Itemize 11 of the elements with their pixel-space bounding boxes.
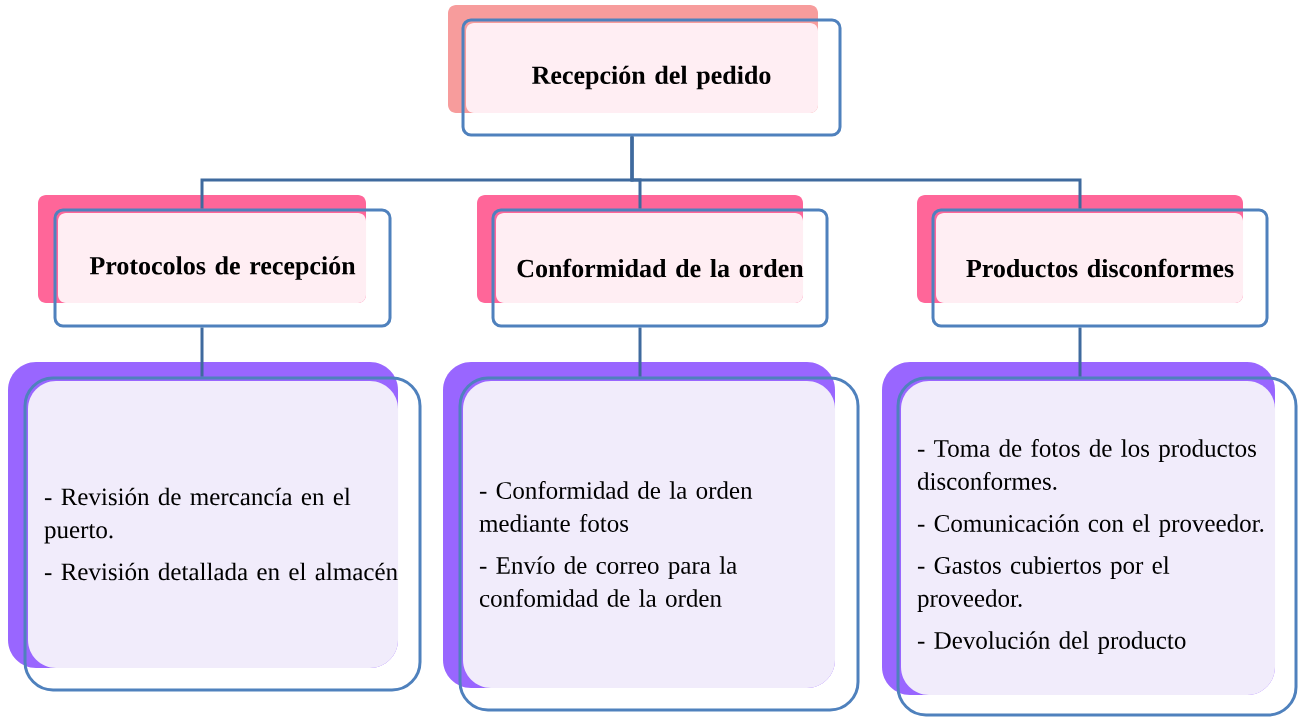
category-box: Protocolos de recepción	[38, 195, 392, 328]
connector-line	[200, 327, 204, 377]
connector-line	[1078, 327, 1082, 377]
connector-line	[638, 327, 642, 377]
category-box: Productos disconformes	[917, 195, 1269, 328]
detail-box: - Toma de fotos de los productos disconformes. - Comunicación con el proveedor. - Gastos cubiertos por el proveedor. - Devolución del producto	[882, 362, 1298, 717]
category-box: Conformidad de la orden	[477, 195, 829, 328]
detail-box: - Conformidad de la orden mediante fotos - Envío de correo para la confomidad de la orden	[443, 362, 860, 712]
detail-box: - Revisión de mercancía en el puerto. - Revisión detallada en el almacén	[8, 362, 422, 692]
title-box: Recepción del pedido	[448, 5, 842, 137]
connector-line	[630, 136, 1082, 209]
